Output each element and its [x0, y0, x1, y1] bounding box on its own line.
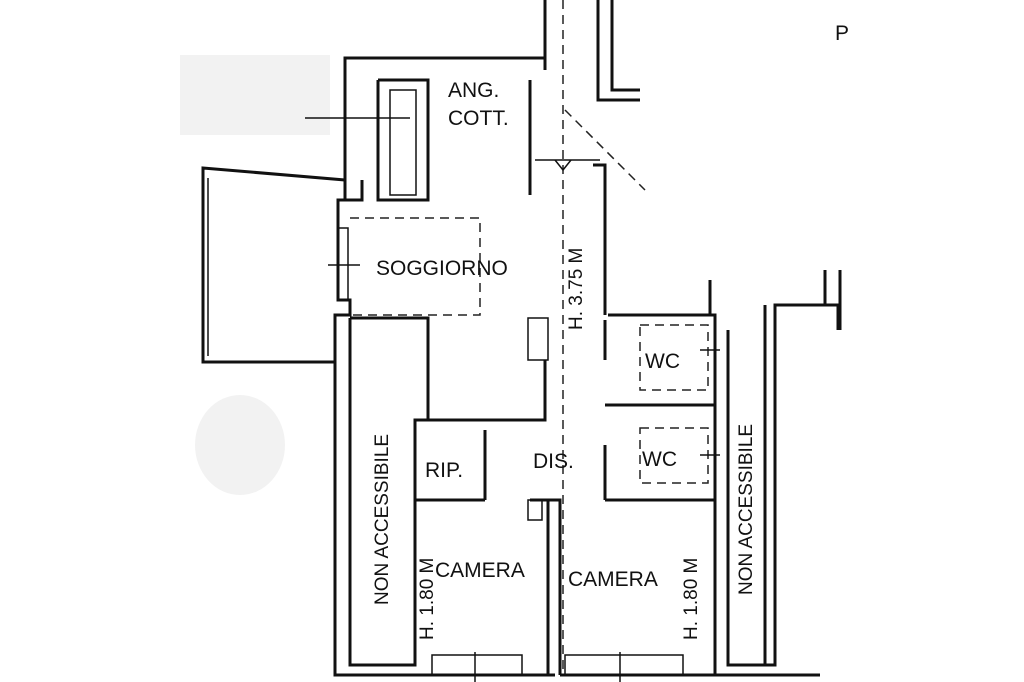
- wc-fixtures: [639, 324, 720, 484]
- wc-upper-label: WC: [645, 350, 680, 373]
- background-marks: [180, 55, 330, 495]
- not-accessible-right-label: NON ACCESSIBILE: [736, 424, 757, 595]
- right-inaccessible-zone: [713, 270, 842, 677]
- windows: [328, 227, 684, 682]
- left-inaccessible-zone: [348, 316, 430, 667]
- interior-walls: [415, 317, 715, 675]
- kitchen-label-line1: ANG.: [448, 79, 499, 102]
- dashed-guides: [350, 0, 646, 675]
- corner-mark: P: [835, 22, 849, 45]
- kitchen-label-line2: COTT.: [448, 107, 509, 130]
- living-room-label: SOGGIORNO: [376, 257, 508, 280]
- storage-label: RIP.: [425, 459, 463, 482]
- bedroom-right-height-label: H. 1.80 M: [681, 558, 702, 640]
- hallway-label: DIS.: [533, 450, 574, 473]
- not-accessible-left-label: NON ACCESSIBILE: [372, 434, 393, 605]
- bedroom-right-label: CAMERA: [568, 568, 658, 591]
- balcony: [201, 117, 410, 364]
- bedroom-left-label: CAMERA: [435, 559, 525, 582]
- living-height-label: H. 3.75 M: [566, 248, 587, 330]
- wc-lower-label: WC: [642, 448, 677, 471]
- bedroom-left-height-label: H. 1.80 M: [417, 558, 438, 640]
- kitchen-walls: [376, 78, 430, 202]
